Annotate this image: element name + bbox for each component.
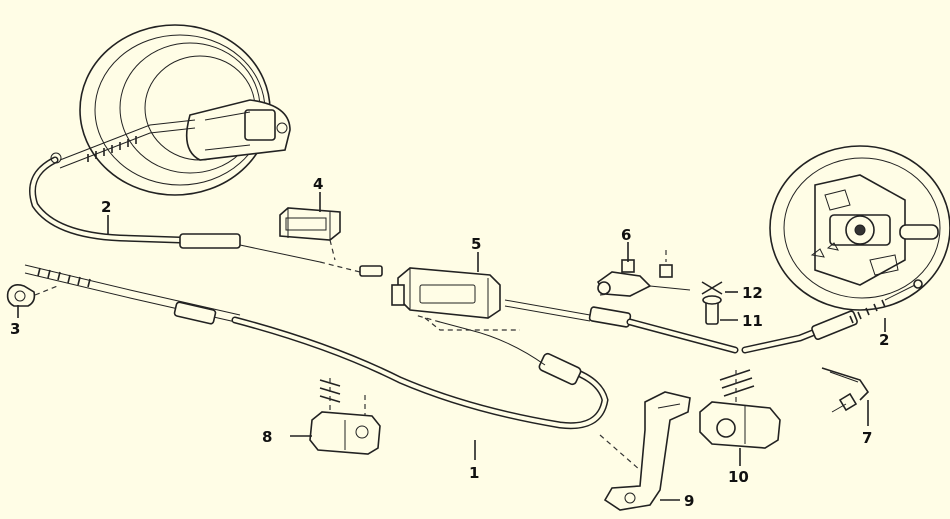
callout-2-left: 2 [101,198,111,216]
callout-4: 4 [313,175,323,193]
part-9-lever [603,391,691,511]
callout-2-right: 2 [879,331,889,349]
part-3-clip [6,284,61,307]
callout-8: 8 [262,428,272,446]
part-7-bracket [821,367,870,413]
part-8-guide [309,378,381,455]
part-12-washer [701,281,723,295]
callout-1: 1 [469,464,479,482]
callout-6: 6 [621,226,631,244]
leader-lines [17,192,886,501]
part-11-bolt [702,295,722,325]
cable-2-left [29,119,383,277]
callout-9: 9 [684,492,694,510]
callout-10: 10 [728,468,749,486]
part-6-clip [596,250,691,297]
callout-3: 3 [10,320,20,338]
center-cable [504,289,739,354]
part-5-housing [391,267,520,331]
cable-1 [24,264,641,471]
callout-7: 7 [862,429,872,447]
part-10-mount [699,369,781,449]
callout-12: 12 [742,284,763,302]
right-brake-backing-plate [769,145,950,311]
callout-11: 11 [742,312,763,330]
callout-5: 5 [471,235,481,253]
left-brake-drum [79,24,291,196]
part-4-bracket [279,207,341,261]
cable-2-right [741,279,923,354]
